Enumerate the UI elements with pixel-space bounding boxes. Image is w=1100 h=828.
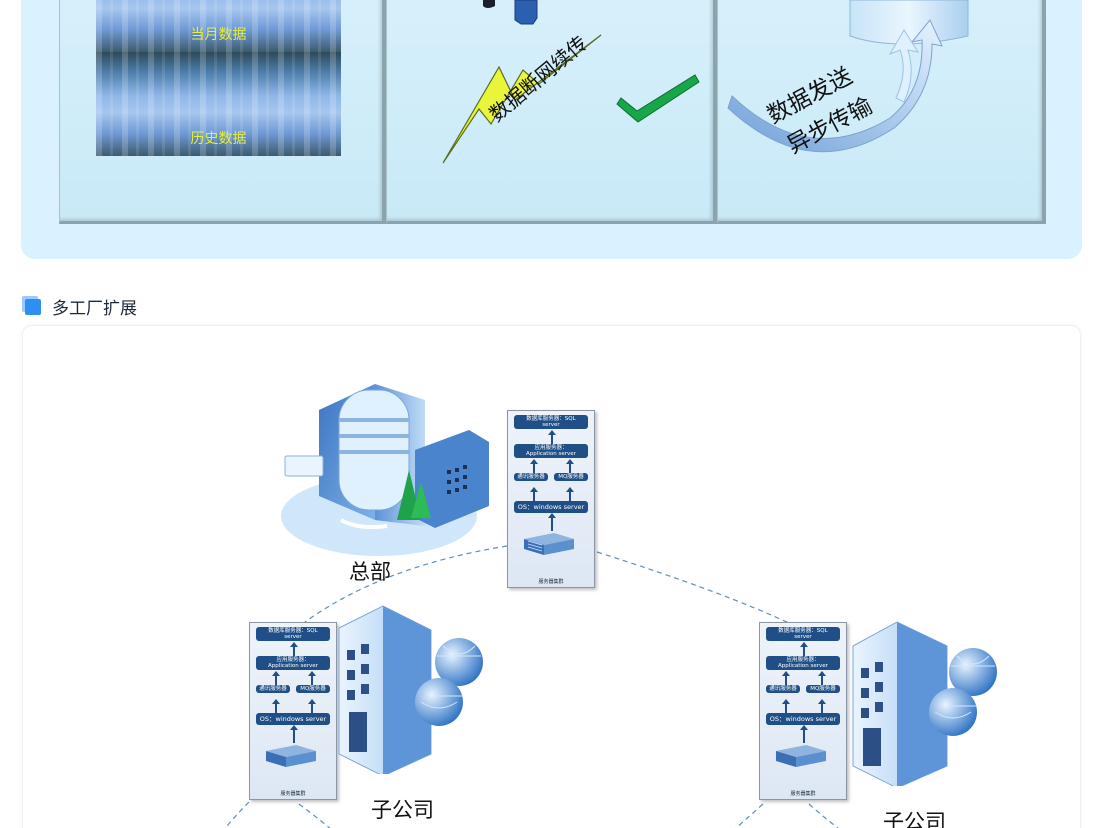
- connector-icon: [514, 0, 538, 25]
- server-rack-icon: [266, 745, 316, 767]
- left-subsidiary-building-icon: [338, 605, 483, 774]
- app-server-box: 应用服务器：Application server: [514, 444, 588, 458]
- label-subsidiary-right: 子公司: [883, 810, 946, 828]
- sign-board: [284, 455, 324, 477]
- right-subsidiary-building-icon: [852, 621, 997, 786]
- hq-building-icon: [281, 384, 489, 556]
- label-history: 历史数据: [190, 131, 247, 147]
- plug-icon: [483, 0, 495, 8]
- link-hq-left: [304, 545, 508, 623]
- tile-async-transfer: 数据发送 异步传输: [717, 0, 1046, 224]
- section-square-icon: [22, 296, 42, 316]
- transfer-illustration: [442, 0, 700, 164]
- tile-resume-transfer: 数据断网续传: [386, 0, 717, 224]
- mq-server-box: MQ服务器: [554, 473, 588, 481]
- server-rack-icon: [524, 533, 574, 555]
- comm-server-box: 通讯服务器: [514, 473, 548, 481]
- server-rack-icon: [776, 745, 826, 767]
- tower-stripes: [339, 418, 409, 454]
- right-block: [415, 430, 489, 528]
- link-left-down-b: [298, 803, 331, 828]
- link-hq-right: [596, 551, 792, 625]
- tile-data-storage: 当月数据 历史数据: [59, 0, 386, 224]
- feature-tiles: 当月数据 历史数据 数据断网续传: [59, 0, 1046, 224]
- checkmark-icon: [616, 74, 700, 123]
- lightning-icon: [442, 34, 602, 164]
- cluster-label: 服务器集群: [538, 579, 564, 585]
- curved-arrow-icon: [727, 19, 943, 153]
- water-image-current: 当月数据: [96, 0, 341, 52]
- label-current-month: 当月数据: [190, 27, 247, 43]
- async-illustration: [727, 0, 969, 153]
- network-links: [224, 545, 840, 828]
- globe-icon-2: [929, 688, 977, 736]
- water-image-history: 历史数据: [96, 52, 341, 156]
- label-headquarters: 总部: [349, 560, 391, 584]
- curved-arrow-small-icon: [888, 29, 920, 103]
- globe-icon-2: [415, 678, 463, 726]
- link-right-down-b: [808, 803, 840, 828]
- section-heading: 多工厂扩展: [22, 294, 137, 319]
- section-title: 多工厂扩展: [52, 298, 137, 319]
- link-right-down-a: [735, 803, 764, 828]
- link-left-down-a: [224, 801, 250, 828]
- label-subsidiary-left: 子公司: [371, 798, 434, 822]
- os-box: OS：windows server: [514, 501, 588, 513]
